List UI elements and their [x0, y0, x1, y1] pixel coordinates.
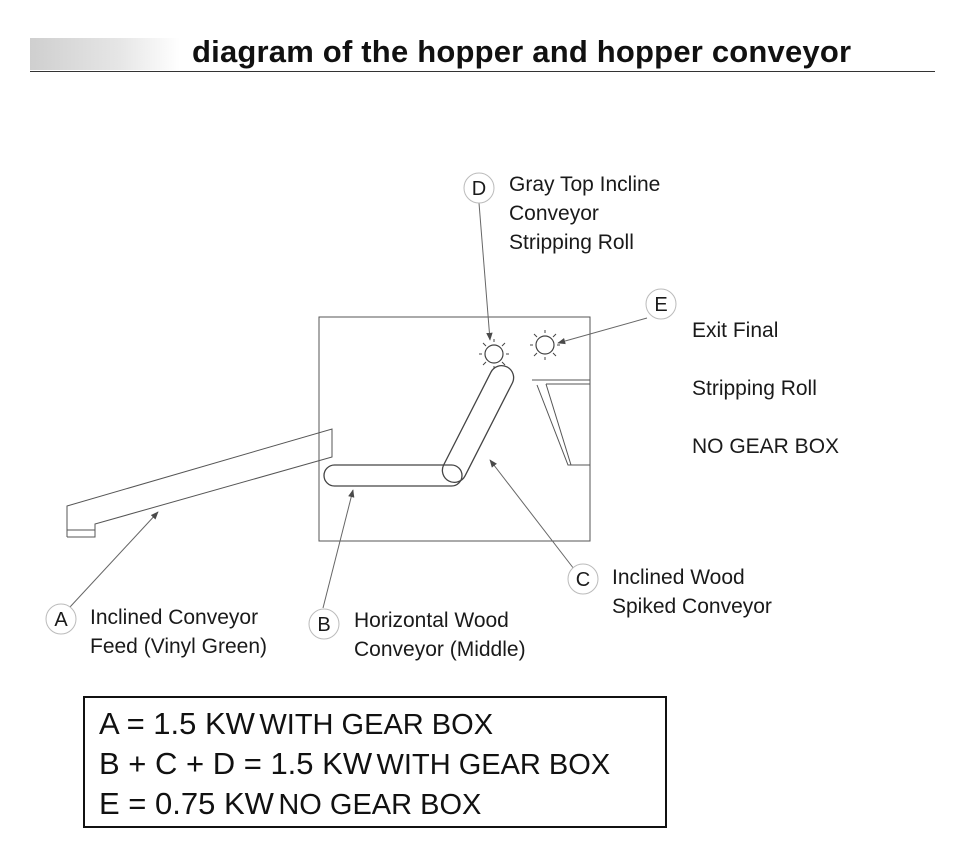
title-bar: diagram of the hopper and hopper conveyo…	[30, 34, 935, 72]
legend-row-bcd-note: WITH GEAR BOX	[376, 749, 611, 781]
legend-row-bcd-power: B + C + D = 1.5 KW	[99, 746, 373, 781]
marker-a-circle	[45, 603, 77, 635]
label-e-line2: Stripping Roll	[692, 377, 817, 400]
inclined-feed-conveyor	[66, 428, 333, 538]
leader-a	[69, 511, 159, 608]
leader-c	[489, 459, 575, 570]
legend-row-a-power: A = 1.5 KW	[99, 706, 255, 741]
legend-row-a-note: WITH GEAR BOX	[259, 709, 494, 741]
label-a: Inclined Conveyor Feed (Vinyl Green)	[90, 606, 268, 658]
marker-d: D	[472, 178, 486, 200]
marker-e-circle	[645, 288, 677, 320]
leader-b	[322, 489, 355, 609]
title-underline	[30, 71, 935, 72]
horizontal-conveyor	[323, 464, 463, 487]
leader-e	[557, 317, 648, 345]
title-gradient-block	[30, 38, 180, 70]
stripping-roll-d	[479, 339, 509, 369]
legend-row-bcd: B + C + D = 1.5 KW WITH GEAR BOX	[99, 746, 665, 786]
legend-row-a: A = 1.5 KW WITH GEAR BOX	[99, 706, 665, 746]
marker-d-circle	[463, 172, 495, 204]
label-b: Horizontal Wood Conveyor (Middle)	[354, 609, 526, 661]
label-c: Inclined Wood Spiked Conveyor	[612, 566, 772, 618]
power-legend-box: A = 1.5 KW WITH GEAR BOX B + C + D = 1.5…	[83, 696, 667, 828]
exit-stripping-roll-e	[530, 330, 560, 360]
exit-chute	[532, 379, 591, 466]
marker-b: B	[317, 614, 330, 636]
marker-e: E	[654, 294, 667, 316]
label-e: Exit Final Stripping Roll NO GEAR BOX	[692, 287, 839, 490]
hopper-box	[318, 316, 591, 542]
diagram-title: diagram of the hopper and hopper conveyo…	[192, 34, 852, 69]
label-e-line1: Exit Final	[692, 319, 779, 342]
label-d: Gray Top Incline Conveyor Stripping Roll	[509, 173, 661, 254]
callout-markers: A B C D E	[45, 172, 677, 640]
leader-lines	[69, 202, 648, 609]
label-e-line3: NO GEAR BOX	[692, 435, 840, 458]
legend-row-e-power: E = 0.75 KW	[99, 786, 274, 821]
marker-c-circle	[567, 563, 599, 595]
leader-d	[478, 202, 493, 341]
marker-c: C	[576, 569, 590, 591]
marker-a: A	[54, 609, 68, 631]
marker-b-circle	[308, 608, 340, 640]
inclined-spiked-conveyor	[441, 365, 515, 483]
legend-row-e: E = 0.75 KW NO GEAR BOX	[99, 786, 665, 826]
legend-row-e-note: NO GEAR BOX	[278, 789, 482, 821]
